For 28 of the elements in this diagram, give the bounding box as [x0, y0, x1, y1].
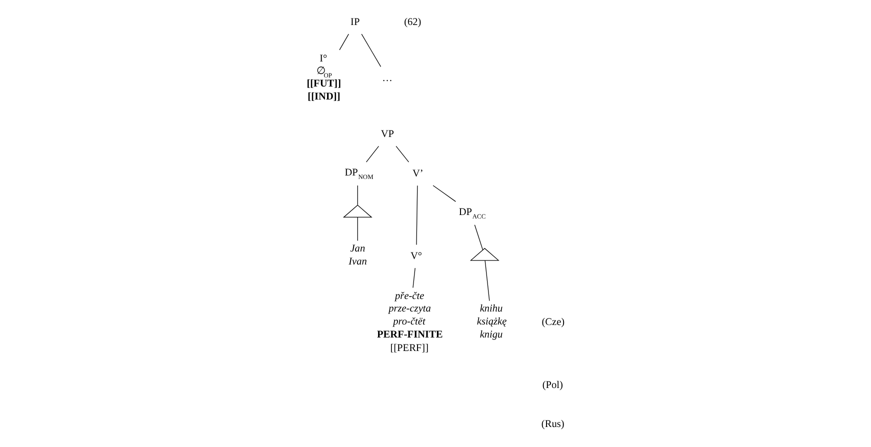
node-text: pře-čte prze-czyta pro-čtët PERF-FINITE [[PERF]] [376, 290, 443, 354]
node-text: Jan Ivan [348, 244, 367, 268]
connector [474, 224, 484, 250]
label: (Cze) [542, 317, 565, 328]
node-text: … [382, 72, 392, 84]
node-triangle [342, 204, 372, 218]
node-text: knihu książkę knigu [476, 304, 507, 340]
node-text: VP [380, 128, 394, 140]
node-text: DP$_{NOM}$ [344, 168, 374, 182]
connector [357, 217, 358, 242]
connector [361, 34, 382, 68]
node-text: I° ∅$_{OP}$ [[FUT]] [[IND]] [306, 54, 342, 103]
connector [339, 34, 349, 50]
label: (Rus) [541, 419, 564, 430]
node-text: V’ [412, 168, 424, 180]
connector [357, 185, 358, 206]
connector [432, 185, 456, 202]
connector [484, 260, 490, 302]
connector [366, 146, 380, 162]
label: (Pol) [542, 380, 563, 391]
node-text: DP$_{ACC}$ [458, 206, 486, 220]
connector [416, 185, 418, 246]
node-triangle [470, 248, 500, 261]
connector [396, 146, 410, 162]
label: (62) [404, 16, 422, 28]
connector [412, 268, 416, 288]
node-text: IP [350, 16, 360, 28]
node-text: V° [410, 250, 422, 262]
